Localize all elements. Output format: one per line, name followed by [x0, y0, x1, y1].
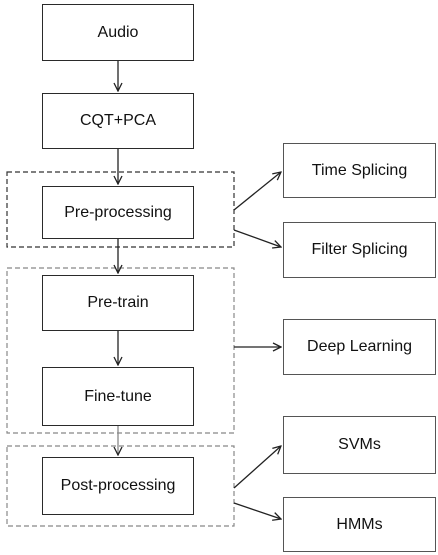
preprocessing-box: Pre-processing [42, 186, 194, 239]
preprocessing-label: Pre-processing [64, 203, 172, 221]
audio-label: Audio [97, 23, 139, 41]
pretrain-label: Pre-train [87, 294, 149, 311]
audio-box: Audio [42, 4, 194, 61]
postprocessing-box: Post-processing [42, 457, 194, 515]
deep-learning-label: Deep Learning [307, 338, 412, 355]
postprocessing-label: Post-processing [60, 477, 176, 494]
postprocessing-group-frame [6, 445, 235, 527]
hmms-box: HMMs [283, 497, 436, 552]
finetune-box: Fine-tune [42, 367, 194, 426]
filter-splicing-label: Filter Splicing [311, 241, 408, 258]
cqt-pca-box: CQT+PCA [42, 93, 194, 149]
filter-splicing-box: Filter Splicing [283, 222, 436, 278]
hmms-label: HMMs [336, 515, 383, 533]
finetune-label: Fine-tune [84, 387, 152, 405]
time-splicing-label: Time Splicing [311, 161, 408, 179]
time-splicing-box: Time Splicing [283, 143, 436, 198]
arrow-to-hmms [233, 502, 281, 519]
arrow-to-filter-splicing [233, 229, 281, 247]
svms-label: SVMs [338, 436, 381, 453]
deep-learning-box: Deep Learning [283, 319, 436, 375]
pretrain-box: Pre-train [42, 275, 194, 331]
cqt-pca-label: CQT+PCA [79, 112, 156, 129]
arrow-to-svms [233, 446, 281, 489]
arrow-to-time-splicing [233, 172, 281, 211]
svms-box: SVMs [283, 416, 436, 474]
